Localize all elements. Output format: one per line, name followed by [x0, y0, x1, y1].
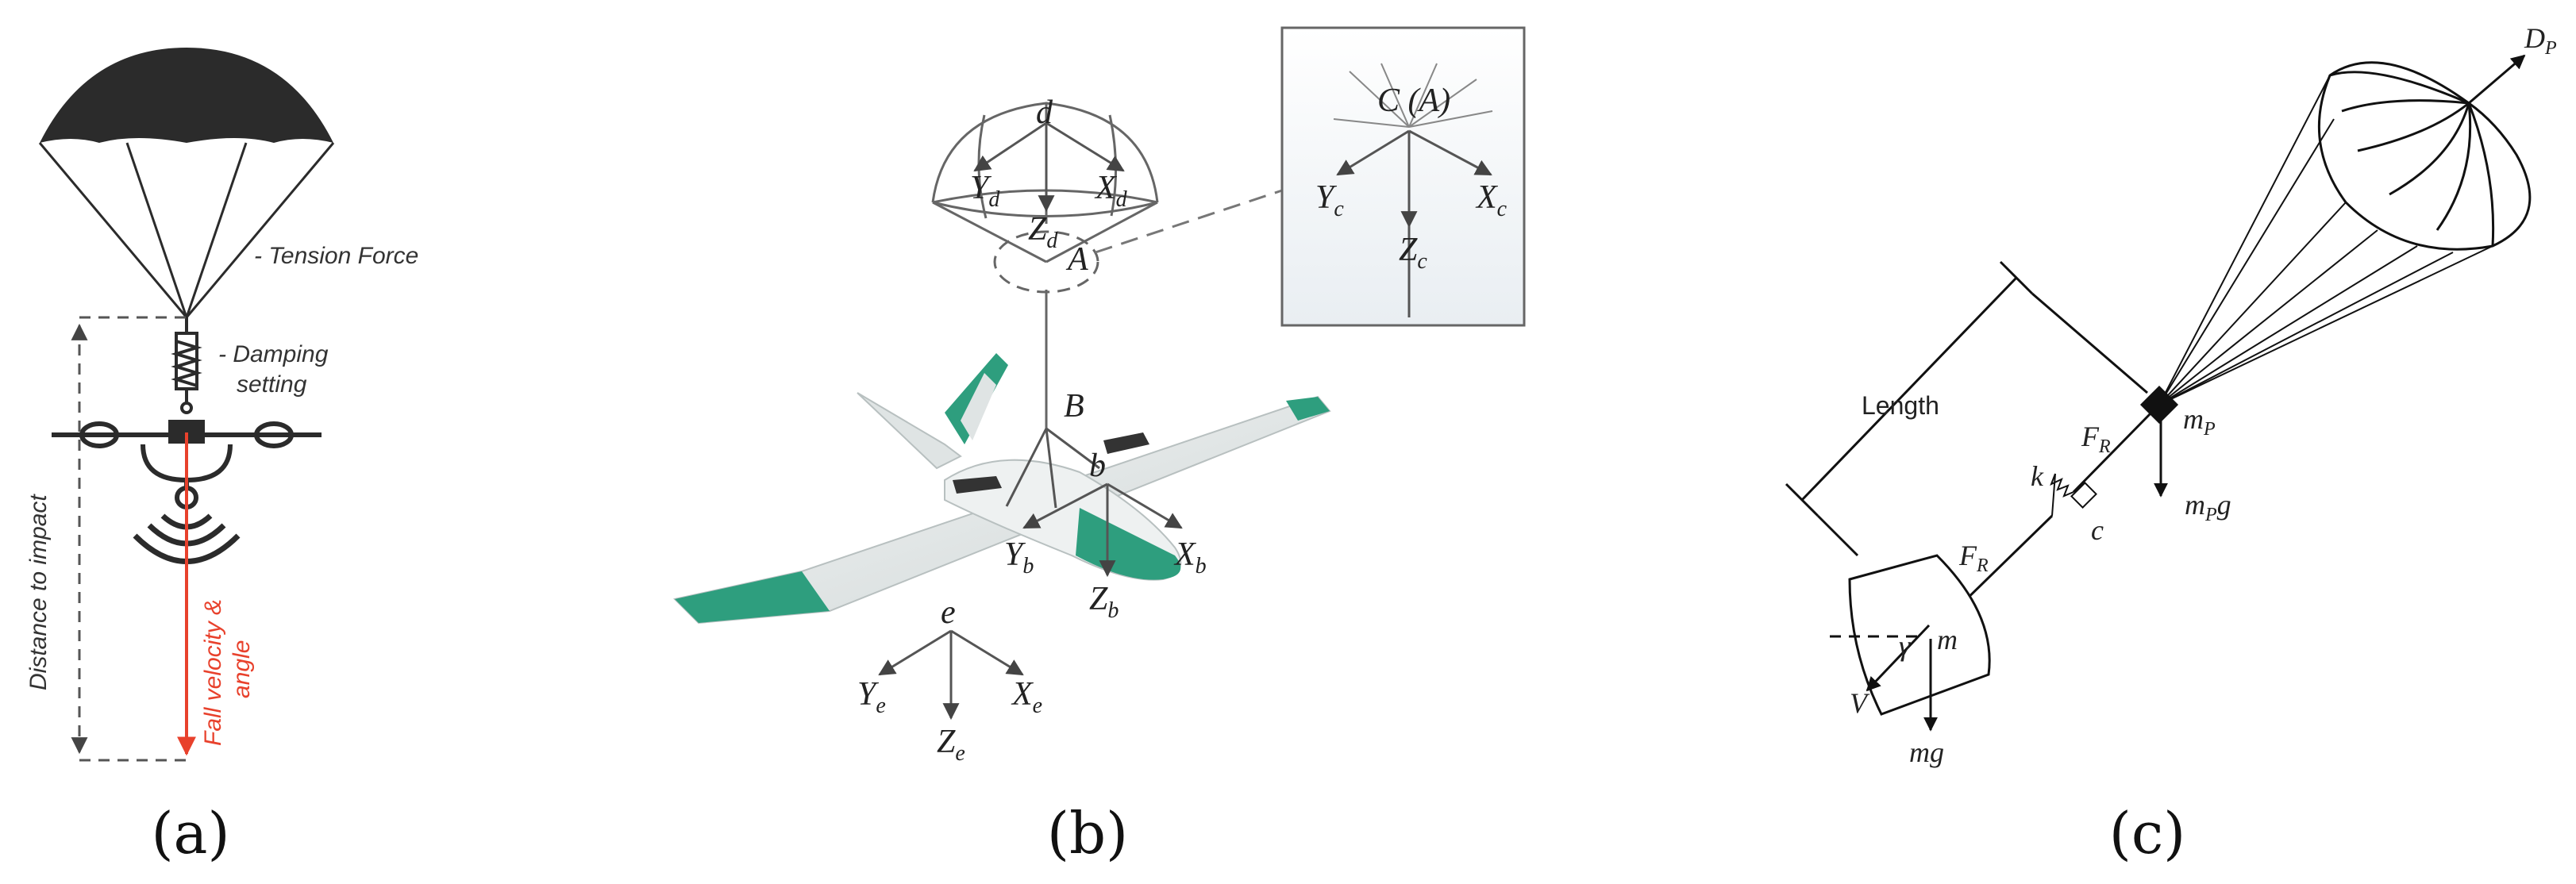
label-Ze: Ze — [937, 724, 965, 766]
fall-velocity-label-line1: Fall velocity & — [200, 599, 226, 746]
tether — [2072, 411, 2153, 494]
label-DP: DP — [2524, 22, 2557, 59]
label-Zb: Zb — [1089, 581, 1119, 623]
spring-damper — [2050, 473, 2097, 517]
damper-spring — [171, 317, 202, 414]
length-bracket — [1785, 260, 2148, 557]
parachute-shroud-lines — [38, 142, 335, 318]
label-mPg: mPg — [2185, 489, 2231, 525]
canopy-shroud-lines — [2158, 75, 2493, 405]
label-Xc: Xc — [1475, 179, 1507, 221]
label-A: A — [1065, 241, 1088, 278]
label-mP: mP — [2183, 403, 2216, 440]
inset-box — [1280, 26, 1526, 327]
velocity-arrow — [1866, 624, 1931, 692]
label-Xb: Xb — [1173, 536, 1207, 578]
damping-label-line1: - Damping — [218, 341, 329, 367]
panel-b: d Yd Xd Zd A C (A) Yc Xc Zc B b Yb Xb Zb… — [672, 26, 1526, 867]
label-d: d — [1036, 94, 1053, 131]
label-gamma: γ — [1899, 630, 1911, 662]
distance-bracket — [71, 316, 187, 762]
damping-label-line2: setting — [237, 371, 307, 398]
label-Yd: Yd — [970, 170, 1000, 212]
distance-to-impact-label: Distance to impact — [25, 494, 52, 690]
label-Zc: Zc — [1399, 232, 1427, 274]
earth-axes — [878, 629, 1024, 721]
panel-c: DP mP mPg FR k c FR m γ V mg Length (c) — [1785, 22, 2557, 867]
label-Ye: Ye — [857, 676, 886, 718]
drag-force-arrow — [2468, 54, 2526, 105]
label-FR-upper: FR — [2081, 421, 2111, 457]
label-k: k — [2031, 460, 2044, 492]
panel-b-caption: (b) — [1047, 800, 1128, 867]
label-e: e — [941, 594, 956, 631]
label-length: Length — [1862, 391, 1939, 420]
label-c: c — [2091, 514, 2104, 546]
label-Zd: Zd — [1028, 211, 1058, 253]
label-FR-lower: FR — [1958, 540, 1989, 576]
parachute-canopy — [40, 48, 333, 143]
panel-a: - Tension Force - Damping setting Distan… — [25, 48, 418, 867]
label-V: V — [1850, 687, 1870, 719]
label-m: m — [1937, 624, 1958, 655]
label-C-A: C (A) — [1377, 83, 1450, 119]
label-mg: mg — [1909, 736, 1944, 768]
panel-a-caption: (a) — [151, 800, 229, 867]
fall-velocity-label-line2: angle — [229, 640, 255, 698]
panel-c-caption: (c) — [2109, 800, 2186, 867]
label-Yc: Yc — [1315, 179, 1344, 221]
inset-link-dashed — [1095, 189, 1283, 254]
tension-force-label: - Tension Force — [254, 243, 418, 269]
parachute-axes — [973, 121, 1125, 213]
aircraft-icon — [672, 353, 1331, 625]
label-Yb: Yb — [1004, 536, 1034, 578]
label-Xd: Xd — [1094, 170, 1128, 212]
aircraft-axes — [1005, 427, 1183, 578]
label-b: b — [1089, 448, 1106, 484]
label-B: B — [1064, 388, 1084, 425]
canopy-outline — [2317, 61, 2532, 251]
label-Xe: Xe — [1011, 676, 1042, 718]
